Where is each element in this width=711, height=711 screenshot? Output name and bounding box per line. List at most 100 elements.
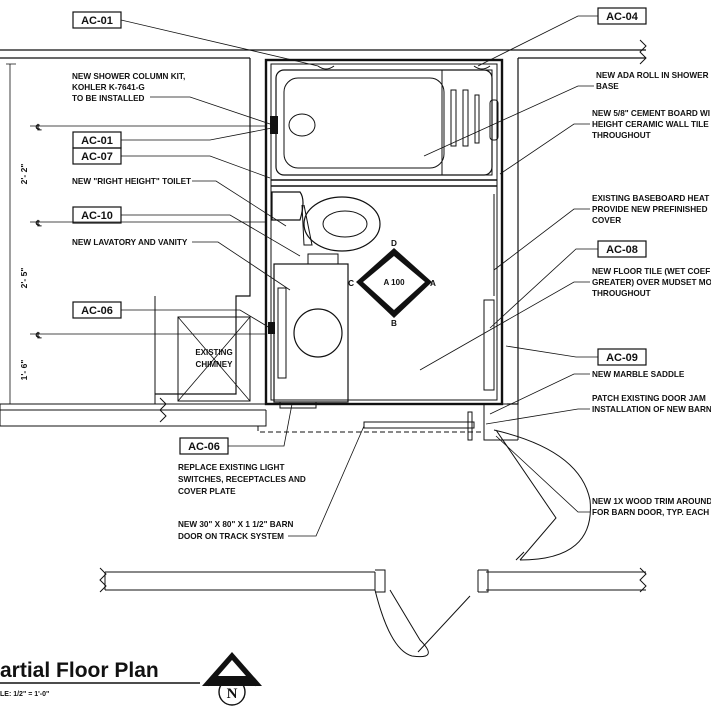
vanity-faucet [277, 287, 287, 379]
leader-ac06-left [121, 309, 271, 329]
tag-ac04: AC-04 [606, 11, 639, 23]
note-saddle: NEW MARBLE SADDLE [592, 370, 685, 379]
elevation-b: B [391, 319, 397, 328]
chimney-label-1: EXISTING [195, 348, 232, 357]
shower-drains [317, 65, 491, 70]
wall-break-lower-right [639, 567, 647, 593]
chimney-label-2: CHIMNEY [196, 360, 234, 369]
vanity-kick [279, 401, 317, 409]
note-wood-trim-2: FOR BARN DOOR, TYP. EACH [592, 508, 709, 517]
leader-ac10 [121, 214, 301, 257]
lower-wall-left [104, 569, 386, 593]
note-shower-column-1: NEW SHOWER COLUMN KIT, [72, 72, 185, 81]
outlet [268, 322, 275, 334]
barn-door-track [257, 426, 484, 433]
shower-seat [441, 69, 493, 176]
existing-door-swing [493, 429, 591, 561]
leader-floor-tile [419, 281, 590, 371]
title-block: artial Floor Plan LE: 1/2" = 1'-0" [0, 659, 200, 698]
north-arrow-inner [218, 660, 246, 676]
leader-saddle [489, 373, 590, 415]
note-cement-board-3: THROUGHOUT [592, 131, 651, 140]
leader-toilet [192, 180, 287, 227]
tag-ac10: AC-10 [81, 210, 113, 222]
fixtures [257, 65, 591, 658]
elevation-a: A [430, 279, 436, 288]
keynotes: NEW SHOWER COLUMN KIT, KOHLER K-7641-G T… [72, 71, 711, 541]
lower-wall-right [477, 569, 646, 593]
note-baseboard-2: PROVIDE NEW PREFINISHED [592, 205, 708, 214]
note-barn-door-1: NEW 30" X 80" X 1 1/2" BARN [178, 520, 293, 529]
leader-ac09 [505, 345, 598, 358]
tag-ac01-mid: AC-01 [81, 135, 113, 147]
bathroom-inner-wall [270, 63, 498, 401]
centerline-1: ℄ [35, 122, 42, 132]
grab-bar-2 [462, 89, 469, 147]
elevation-d: D [391, 239, 397, 248]
wall-break-lower-left [99, 567, 107, 593]
toilet-tank [271, 191, 304, 221]
lower-door-swing [374, 589, 471, 658]
chimney-wall [154, 296, 266, 405]
existing-chimney [177, 316, 251, 402]
note-cement-board-2: HEIGHT CERAMIC WALL TILE [592, 120, 709, 129]
leader-cement-board [499, 123, 590, 175]
door-stop [467, 411, 473, 441]
note-switches-2: SWITCHES, RECEPTACLES AND [178, 475, 306, 484]
toilet-base [301, 204, 313, 246]
shower-head [288, 113, 316, 137]
north-arrow-icon: N [202, 652, 262, 706]
note-floor-tile-2: GREATER) OVER MUDSET MO [592, 278, 711, 287]
note-floor-tile-1: NEW FLOOR TILE (WET COEF [592, 267, 710, 276]
bottom-wall [0, 403, 519, 440]
leader-ac01-mid [121, 127, 273, 141]
shower-base [275, 69, 493, 176]
leader-shower-column [150, 96, 277, 127]
marker-inner [363, 256, 425, 310]
leader-ada-roll [423, 85, 594, 157]
note-patch-jamb-2: INSTALLATION OF NEW BARN [592, 405, 711, 414]
note-patch-jamb-1: PATCH EXISTING DOOR JAM [592, 394, 706, 403]
note-ada-roll-2: BASE [596, 82, 619, 91]
leader-ac04 [477, 15, 598, 67]
note-baseboard-1: EXISTING BASEBOARD HEAT [592, 194, 709, 203]
vanity-backsplash [307, 253, 339, 265]
leader-ac01-top [120, 19, 319, 67]
note-lavatory: NEW LAVATORY AND VANITY [72, 238, 188, 247]
walls [0, 39, 647, 593]
leader-lavatory [192, 241, 291, 291]
north-arrow-circle [218, 678, 246, 706]
note-ada-roll-1: NEW ADA ROLL IN SHOWER [596, 71, 709, 80]
bathroom-outer-wall [264, 58, 504, 406]
centerline-3: ℄ [35, 330, 42, 340]
dimension-1: 2'- 2" [19, 164, 29, 185]
keynote-tags: AC-01 AC-04 AC-01 AC-07 AC-10 AC-06 AC-0… [72, 7, 647, 455]
leader-patch-jamb [485, 408, 590, 425]
tag-ac06-left: AC-06 [81, 305, 113, 317]
drawing-title: artial Floor Plan [0, 659, 159, 682]
leader-ac07 [121, 155, 271, 179]
note-shower-column-3: TO BE INSTALLED [72, 94, 145, 103]
toilet-seat [322, 210, 368, 238]
shower-basin [283, 77, 445, 169]
leader-ac08 [489, 248, 598, 329]
note-switches-3: COVER PLATE [178, 487, 236, 496]
wall-break-bottom-left [159, 397, 167, 423]
note-wood-trim-1: NEW 1X WOOD TRIM AROUND [592, 497, 711, 506]
chimney-cross [177, 316, 251, 402]
dimension-lines [6, 63, 266, 405]
door-jamb-right [483, 404, 518, 441]
leader-wood-trim [495, 435, 590, 513]
note-cement-board-1: NEW 5/8" CEMENT BOARD WI [592, 109, 710, 118]
elevation-ref: A 100 [383, 278, 405, 287]
dimension-string: ℄ ℄ ℄ 2'- 2" 2'- 5" 1'- 6" [6, 63, 266, 405]
tag-ac08: AC-08 [606, 244, 638, 256]
note-shower-column-2: KOHLER K-7641-G [72, 83, 145, 92]
grab-bar-3 [474, 94, 480, 144]
vanity [273, 263, 349, 403]
leader-baseboard [493, 208, 590, 271]
leader-ac06-bottom [228, 403, 293, 447]
lavatory-sink [293, 308, 343, 358]
tag-ac01-top: AC-01 [81, 15, 113, 27]
